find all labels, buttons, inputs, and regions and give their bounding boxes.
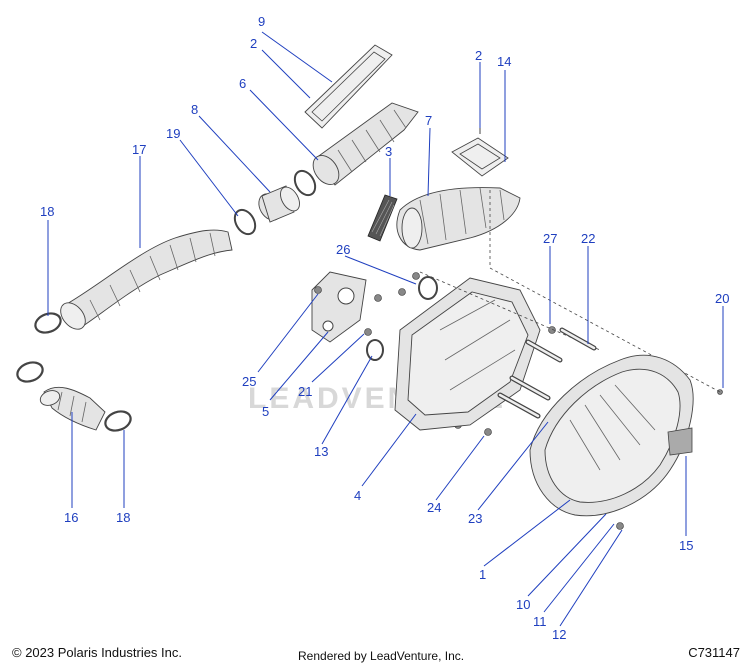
part-26-oring <box>418 276 438 300</box>
callout-2-right: 2 <box>475 48 482 63</box>
part-4-inner-housing <box>394 277 541 431</box>
part-22-bolts-inner <box>498 328 596 418</box>
callout-24: 24 <box>427 500 441 515</box>
part-1-outer-cover <box>529 354 694 517</box>
callout-26: 26 <box>336 242 350 257</box>
callout-3: 3 <box>385 144 392 159</box>
part-17-intake-hose <box>60 229 233 330</box>
part-13-oring <box>366 339 384 361</box>
callout-10: 10 <box>516 597 530 612</box>
callout-labels: 9 2 6 8 19 17 18 2 14 7 3 26 27 22 20 25… <box>40 14 729 642</box>
callout-25: 25 <box>242 374 256 389</box>
callout-13: 13 <box>314 444 328 459</box>
callout-11: 11 <box>533 614 547 629</box>
part-14-plate <box>451 118 509 177</box>
part-7-intake-boot <box>396 187 521 251</box>
callout-19: 19 <box>166 126 180 141</box>
callout-21: 21 <box>298 384 312 399</box>
copyright-text: © 2023 Polaris Industries Inc. <box>12 645 182 660</box>
callout-14: 14 <box>497 54 511 69</box>
callout-12: 12 <box>552 627 566 642</box>
diagram-code: C731147 <box>688 645 740 660</box>
callout-18-lower: 18 <box>116 510 130 525</box>
fasteners <box>314 272 723 530</box>
callout-5: 5 <box>262 404 269 419</box>
part-5-bracket <box>311 271 367 343</box>
callout-7: 7 <box>425 113 432 128</box>
part-19-clamp <box>233 169 317 236</box>
leader-lines <box>47 31 724 627</box>
callout-1: 1 <box>479 567 486 582</box>
callout-27: 27 <box>543 231 557 246</box>
part-3-screen <box>367 194 398 242</box>
callout-17: 17 <box>132 142 146 157</box>
callout-22: 22 <box>581 231 595 246</box>
callout-15: 15 <box>679 538 693 553</box>
callout-4: 4 <box>354 488 361 503</box>
callout-20: 20 <box>715 291 729 306</box>
callout-8: 8 <box>191 102 198 117</box>
part-16-elbow-boot <box>39 386 106 431</box>
alignment-line-a <box>489 190 721 393</box>
part-8-coupler <box>258 185 300 223</box>
part-18-clamp-upper <box>34 312 62 334</box>
rendered-by-text: Rendered by LeadVenture, Inc. <box>298 649 465 663</box>
part-6-upper-duct <box>312 102 419 186</box>
part-18-clamp-lower <box>16 361 132 432</box>
callout-23: 23 <box>468 511 482 526</box>
part-9-cover-plate <box>304 44 393 129</box>
callout-6: 6 <box>239 76 246 91</box>
callout-9: 9 <box>258 14 265 29</box>
callout-16: 16 <box>64 510 78 525</box>
callout-2-upper: 2 <box>250 36 257 51</box>
callout-18-upper: 18 <box>40 204 54 219</box>
